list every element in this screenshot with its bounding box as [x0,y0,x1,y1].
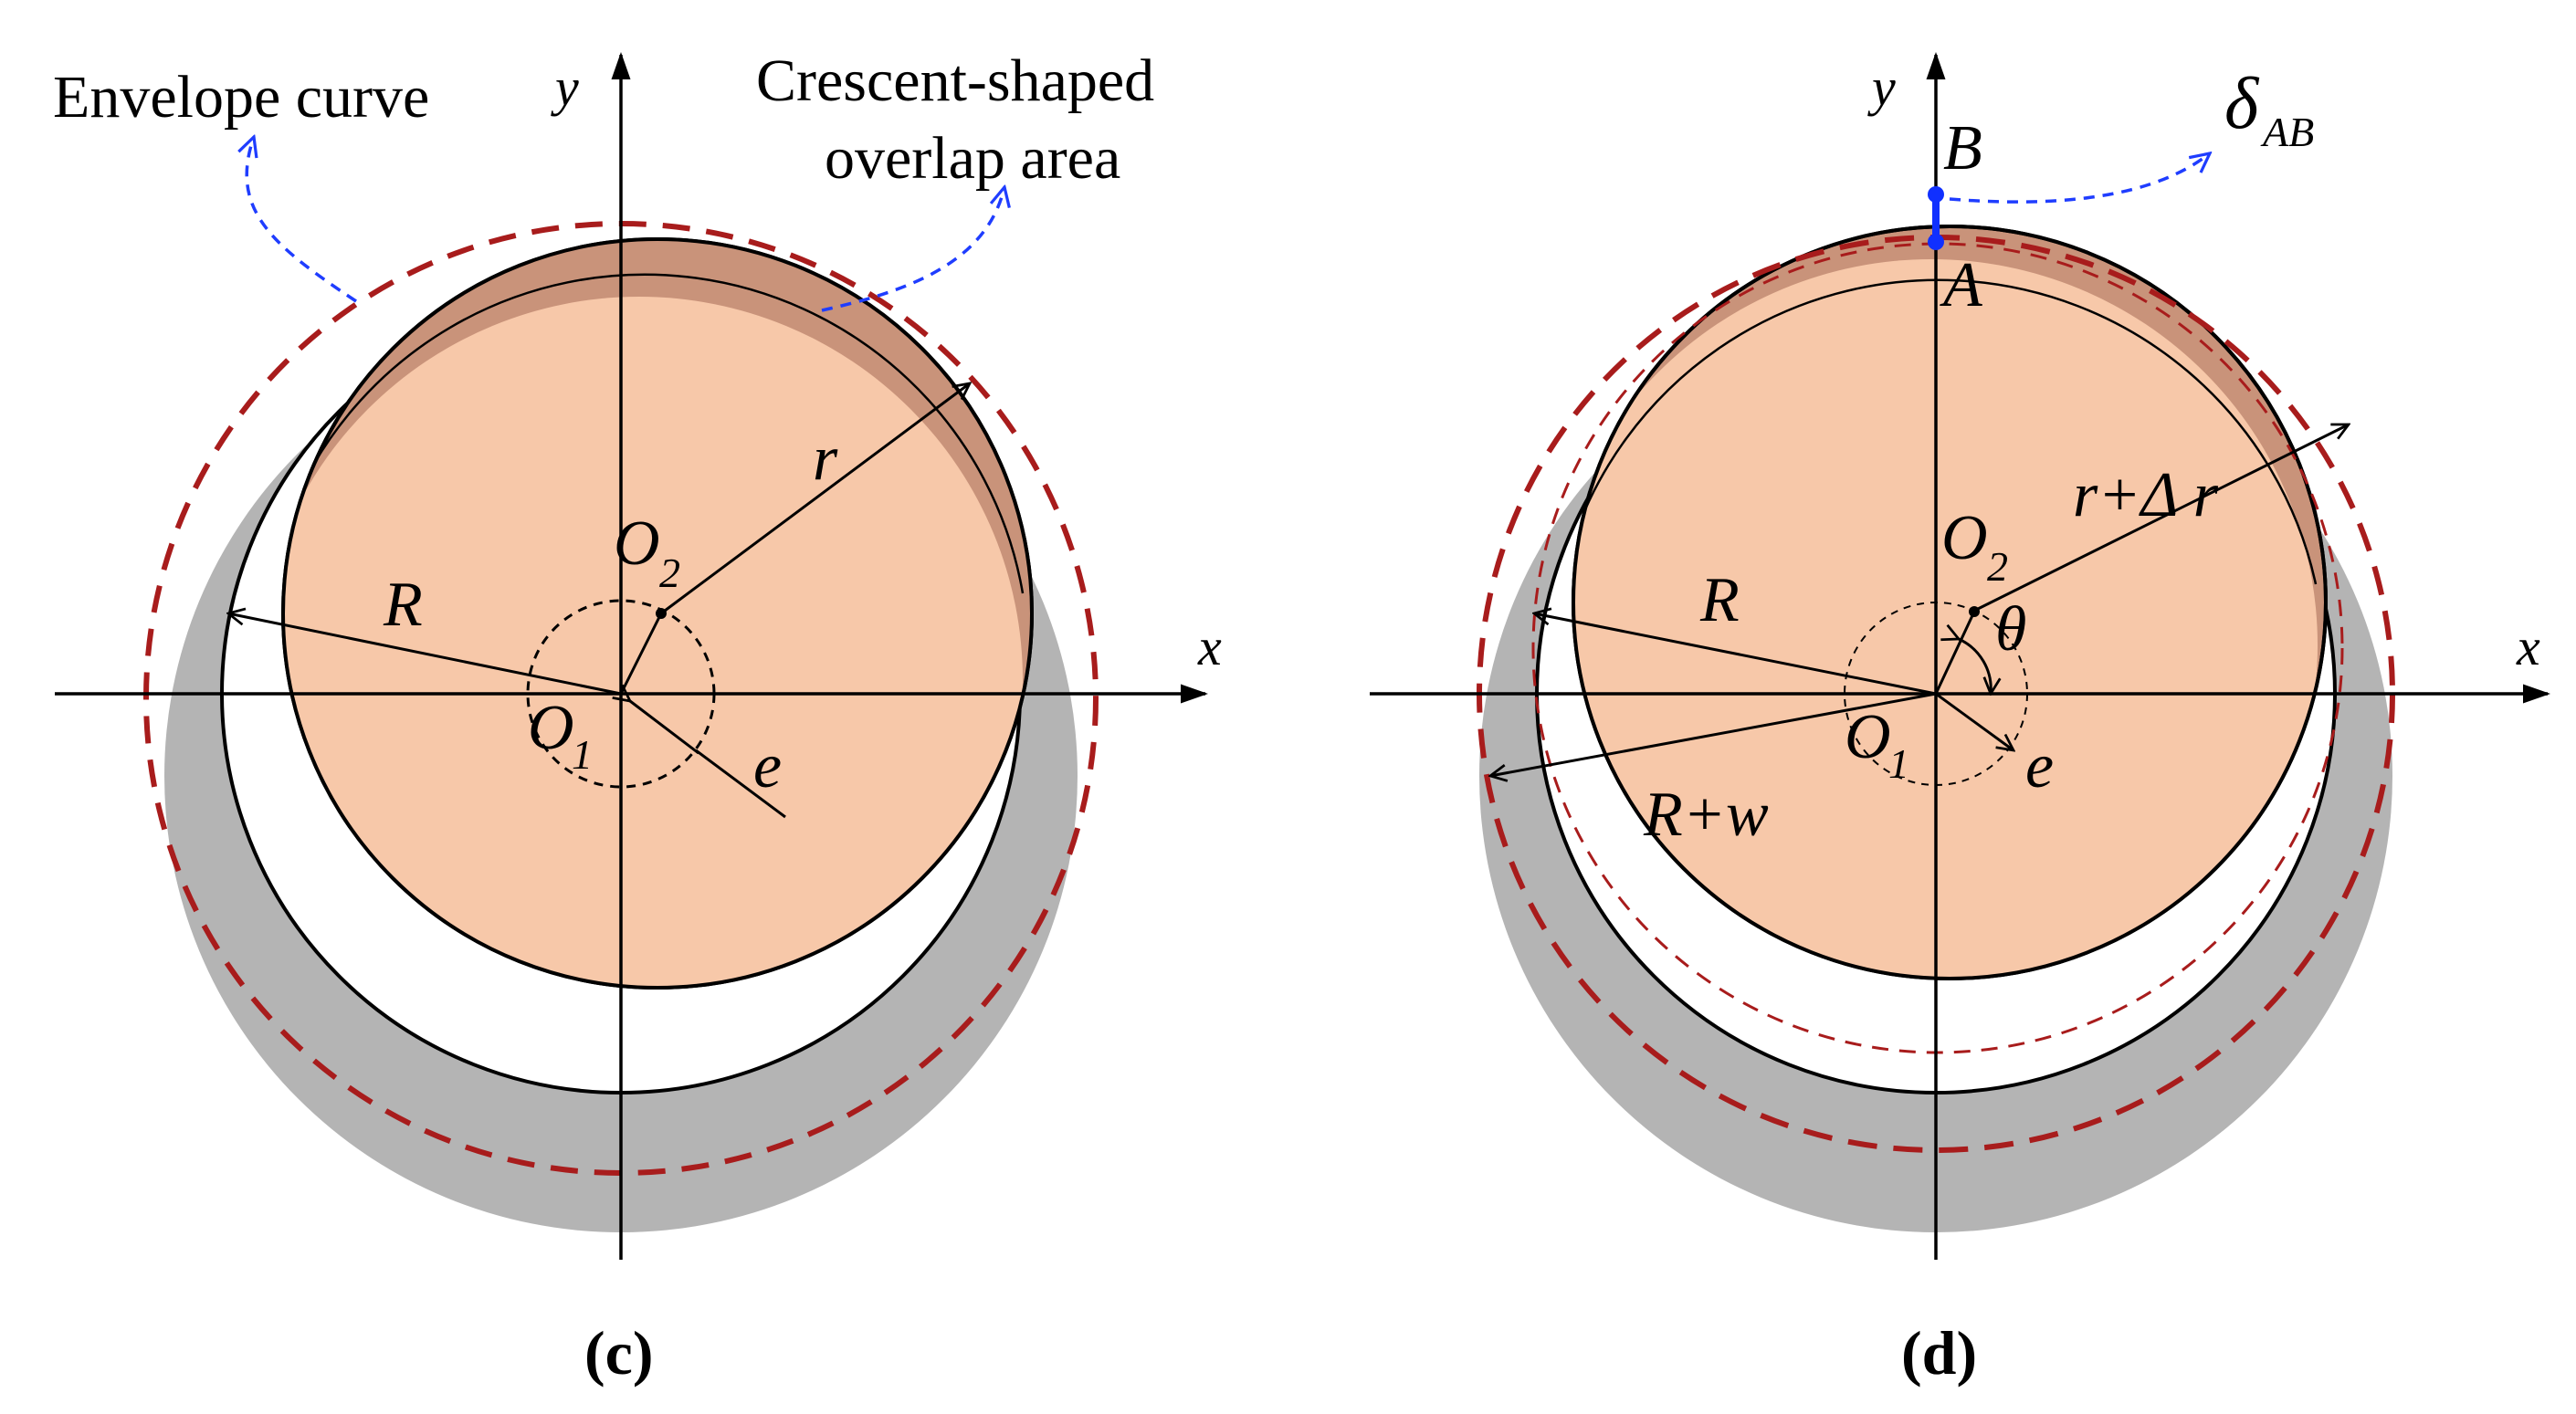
envelope-annotation-arrow [247,137,357,303]
crescent-label-line1: Crescent-shaped [756,47,1154,114]
e-arrow [630,701,699,755]
delta-ab-label: δ [2224,64,2260,144]
radius-r-dr-label: r+Δ r [2073,460,2219,530]
center-o2-subscript: 2 [1987,543,2008,590]
center-o2-dot [656,608,667,619]
e-line [695,749,786,819]
radius-r-line [660,383,970,615]
x-axis-label: x [2516,617,2540,676]
panel-d: δ AB y x B A r+Δ r O 2 θ R R+w O 1 e (d) [1370,52,2550,1388]
panel-c-caption: (c) [584,1318,654,1388]
eccentricity-line [619,613,663,695]
y-axis-label: y [1867,58,1896,117]
point-a-label: A [1940,250,1982,320]
delta-ab-subscript: AB [2260,109,2314,155]
x-axis-label: x [1197,617,1222,676]
radius-R-label: R [1699,565,1740,635]
crescent-label-line2: overlap area [825,125,1120,192]
radius-R-line [228,613,622,696]
center-o1-label: O [528,693,574,763]
theta-label: θ [1995,594,2026,665]
point-b-label: B [1943,113,1982,183]
theta-arc [1959,639,1991,694]
crescent-annotation-arrow [821,187,1004,312]
center-o2-label: O [614,508,660,579]
center-o1-subscript: 1 [1888,740,1909,787]
radius-r-label: r [813,424,838,494]
e-arrow [1935,692,2013,750]
center-o1-label: O [1845,702,1891,772]
radius-r-dr-line [1971,424,2349,613]
delta-annotation-arrow [1949,153,2210,204]
point-b-dot [1928,186,1944,203]
point-a-dot [1928,234,1944,250]
panel-c: Envelope curve Crescent-shaped overlap a… [53,47,1222,1388]
envelope-curve-label: Envelope curve [53,64,429,131]
eccentricity-e-label: e [753,731,782,801]
radius-R-line [1534,613,1937,696]
radius-R-label: R [383,570,423,640]
center-o2-subscript: 2 [659,550,680,596]
eccentricity-e-label: e [2025,731,2054,801]
y-axis-label: y [551,58,579,117]
radius-R-w-line [1490,692,1937,776]
rotor-inner-region [1573,259,2318,979]
center-o2-label: O [1941,503,1988,573]
panel-d-caption: (d) [1901,1318,1977,1388]
center-o1-subscript: 1 [572,731,593,778]
radius-R-w-label: R+w [1643,780,1769,850]
center-o2-dot [1969,606,1980,617]
